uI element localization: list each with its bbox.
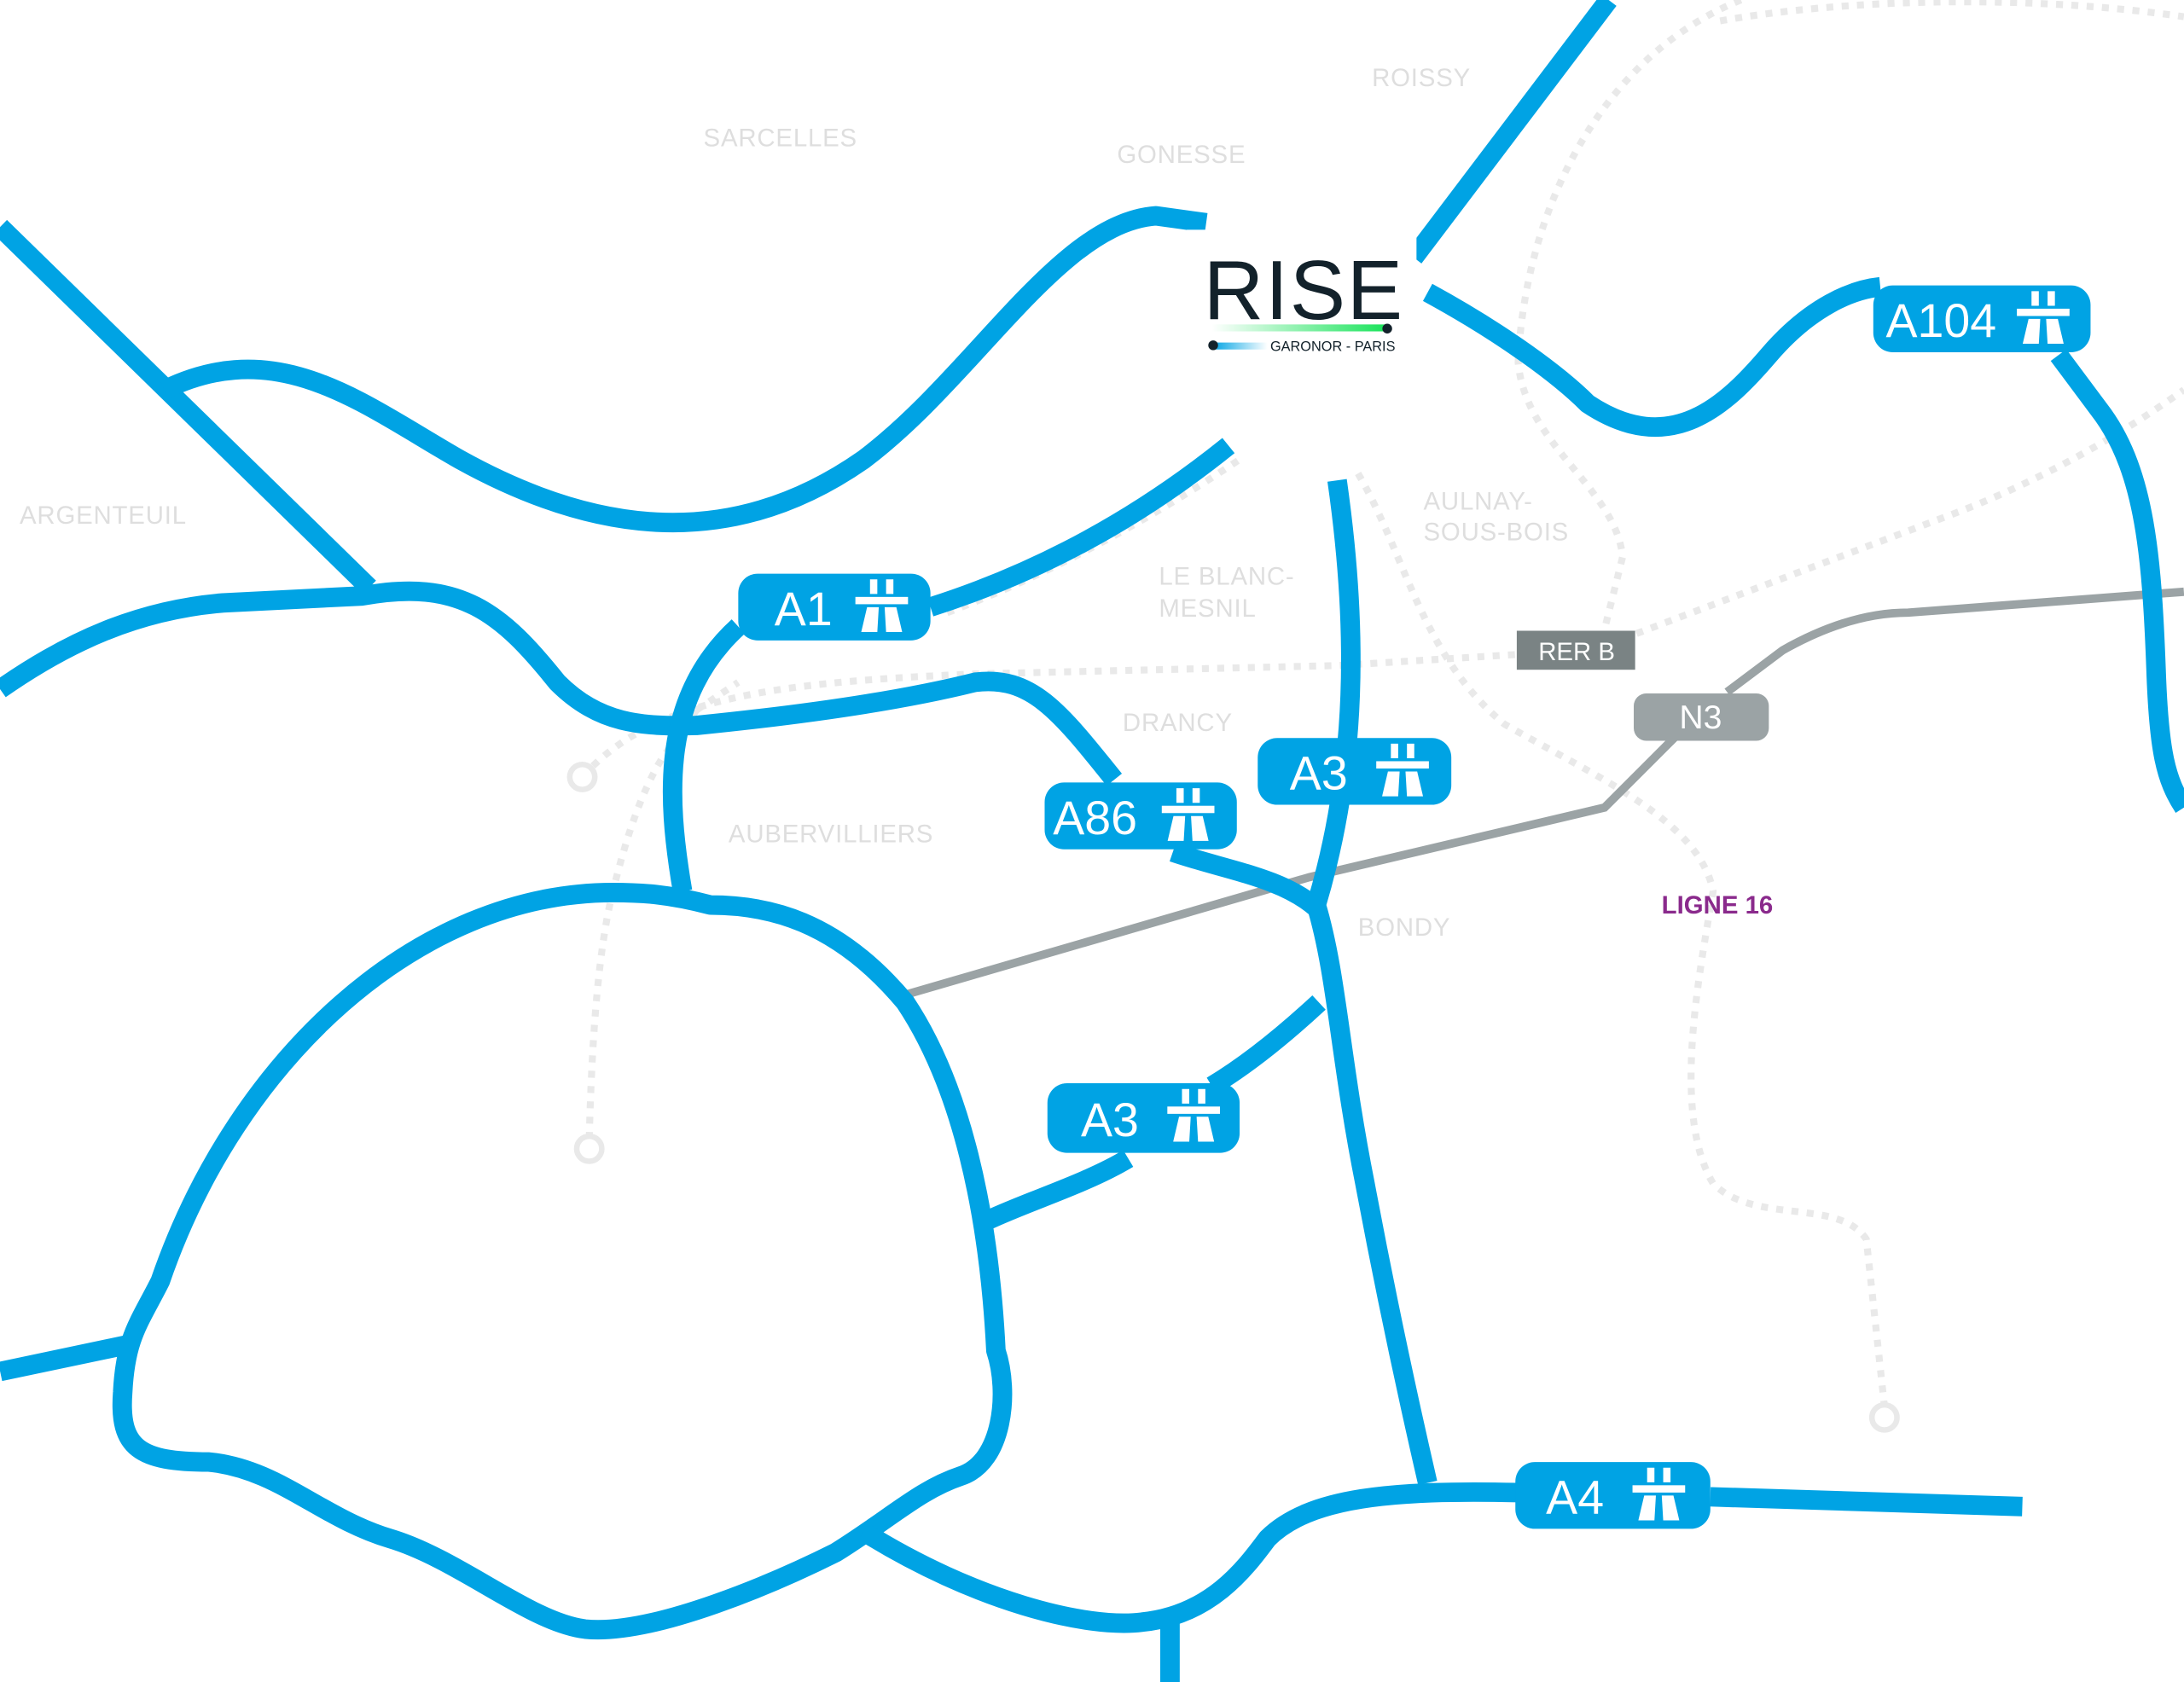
badge-a1: A1 (738, 573, 931, 641)
badge-a3-upper: A3 (1258, 738, 1452, 805)
rise-logo: RISE GARONOR - PARIS (1187, 229, 1417, 369)
svg-text:A4: A4 (1546, 1470, 1604, 1523)
station-marker (573, 1133, 605, 1164)
city-labels: ROISSY SARCELLES GONESSE ARGENTEUIL AULN… (20, 64, 1570, 942)
n3-badge: N3 (1634, 693, 1769, 741)
station-marker (566, 761, 598, 792)
badge-a4: A4 (1515, 1462, 1711, 1529)
badge-a3-lower: A3 (1047, 1083, 1240, 1153)
a3-lower-road (985, 995, 1326, 1229)
road-west (0, 581, 1123, 786)
badge-a104: A104 (1873, 285, 2091, 353)
svg-text:A104: A104 (1885, 294, 1996, 347)
a86-road (1169, 843, 1323, 916)
svg-text:A1: A1 (775, 583, 833, 635)
city-gonesse: GONESSE (1117, 141, 1246, 169)
road-southwest (0, 1334, 135, 1382)
road-roissy (1405, 0, 1617, 264)
logo-subtitle: GARONOR - PARIS (1270, 339, 1396, 354)
logo-title: RISE (1204, 243, 1404, 337)
svg-text:A86: A86 (1053, 792, 1137, 844)
city-roissy: ROISSY (1372, 64, 1471, 92)
city-argenteuil: ARGENTEUIL (20, 502, 187, 530)
ligne-16-line (1355, 471, 1888, 1407)
road-northwest (0, 219, 376, 595)
n3-road (901, 587, 2184, 1000)
road-north-arc (160, 206, 1208, 533)
road-vertical-east (1306, 478, 1438, 1486)
city-aubervilliers: AUBERVILLIERS (729, 821, 933, 849)
ring-road (112, 882, 1013, 1640)
city-aulnay-1: AULNAY- (1424, 487, 1533, 515)
city-bondy: BONDY (1358, 914, 1451, 942)
city-blanc-mesnil-1: LE BLANC- (1159, 563, 1294, 591)
station-marker (1868, 1401, 1900, 1433)
rer-b-badge: RER B (1516, 630, 1635, 670)
svg-text:A3: A3 (1290, 747, 1348, 800)
ligne-16-label: LIGNE 16 (1662, 891, 1774, 919)
rail-line-top (1719, 0, 2184, 25)
svg-text:A3: A3 (1081, 1093, 1139, 1146)
a1-road (662, 438, 1235, 893)
svg-text:RER B: RER B (1538, 638, 1615, 666)
a104-road (1422, 276, 2184, 814)
svg-text:N3: N3 (1679, 699, 1722, 736)
city-drancy: DRANCY (1123, 709, 1233, 737)
a4-road (858, 1482, 2023, 1633)
city-blanc-mesnil-2: MESNIL (1159, 594, 1256, 623)
city-sarcelles: SARCELLES (704, 124, 857, 152)
city-aulnay-2: SOUS-BOIS (1424, 518, 1570, 546)
rer-b-line (579, 386, 2184, 780)
rail-line-north (1514, 0, 1743, 641)
badge-a86: A86 (1044, 782, 1237, 850)
